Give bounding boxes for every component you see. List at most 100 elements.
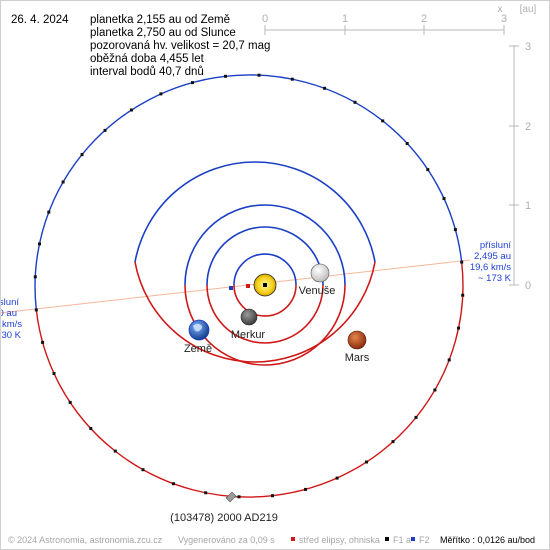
orbit-point: [353, 100, 357, 104]
orbit-point: [130, 108, 133, 112]
axis-corner-label: x: [498, 4, 503, 15]
aphelion-title: sluní: [0, 297, 19, 308]
orbit-point: [191, 81, 194, 85]
earth-planet: Země: [184, 319, 212, 355]
mars-planet: Mars: [345, 330, 370, 364]
aphelion-speed: km/s: [2, 319, 22, 330]
orbit-point: [323, 86, 327, 90]
orbit-point: [257, 73, 261, 77]
footer-legend-f2: F2: [419, 535, 430, 545]
right-axis: 3 2 1 0: [509, 41, 531, 292]
orbit-point: [61, 180, 65, 184]
top-tick-3: 3: [501, 13, 507, 25]
mercury-orbit: [233, 253, 297, 317]
info-block: planetka 2,155 au od Země planetka 2,750…: [90, 14, 270, 78]
perihelion-label: přísluní 2,495 au 19,6 km/s ~ 173 K: [470, 240, 512, 284]
focus-f1-marker: [263, 283, 267, 287]
asteroid-marker: [225, 491, 237, 503]
right-tick-2: 2: [525, 121, 531, 133]
aphelion-temperature: 30 K: [1, 330, 21, 341]
top-tick-0: 0: [262, 13, 268, 25]
date-label: 26. 4. 2024: [11, 14, 69, 26]
aphelion-distance: 0 au: [0, 308, 17, 319]
top-tick-1: 1: [342, 13, 348, 25]
orbit-point: [103, 128, 107, 132]
top-axis: 0 1 2 3 x [au]: [262, 4, 537, 35]
orbit-point: [171, 482, 175, 486]
orbit-point: [391, 440, 395, 444]
orbit-point: [47, 210, 51, 214]
orbit-point: [433, 388, 437, 392]
orbit-point: [113, 449, 117, 453]
info-earth-distance: planetka 2,155 au od Země: [90, 14, 230, 26]
asteroid-label: (103478) 2000 AD219: [170, 512, 278, 524]
orbit-point: [52, 372, 56, 375]
focus-f2-marker: [229, 286, 233, 290]
orbit-point: [159, 92, 163, 96]
venus-orbit: [206, 226, 324, 344]
footer: © 2024 Astronomia, astronomia.zcu.cz Vyg…: [8, 535, 535, 545]
orbit-point: [453, 228, 457, 232]
info-magnitude: pozorovaná hv. velikost = 20,7 mag: [90, 40, 270, 52]
mars-label: Mars: [345, 352, 370, 364]
aphelion-label: sluní 0 au km/s 30 K: [0, 297, 22, 341]
legend-f1-swatch: [385, 537, 389, 541]
orbit-point: [204, 491, 208, 495]
orbit-point: [237, 495, 241, 499]
ellipse-center-marker: [246, 284, 250, 288]
orbit-point: [414, 415, 418, 419]
orbit-point: [460, 260, 464, 264]
earth-orbit: [184, 204, 346, 366]
orbit-point: [365, 460, 368, 464]
mercury-planet: Merkur: [231, 308, 266, 341]
apsidal-line: [0, 259, 471, 314]
orbit-point: [271, 494, 274, 498]
venus-planet: Venuše: [299, 263, 336, 297]
orbit-point: [89, 427, 93, 430]
axis-unit: [au]: [520, 4, 537, 15]
orbit-point: [335, 476, 339, 480]
footer-scale: Měřítko : 0,0126 au/bod: [440, 535, 535, 545]
right-tick-1: 1: [525, 200, 531, 212]
right-tick-3: 3: [525, 41, 531, 53]
orbit-point: [34, 308, 38, 312]
orbit-point: [224, 74, 227, 78]
perihelion-temperature: ~ 173 K: [478, 273, 512, 284]
legend-f2-swatch: [411, 537, 415, 541]
orbit-point: [381, 119, 385, 123]
footer-legend-center: střed elipsy, ohniska: [299, 535, 380, 545]
perihelion-title: přísluní: [480, 240, 512, 251]
orbit-point: [405, 142, 409, 145]
mercury-label: Merkur: [231, 329, 266, 341]
right-tick-0: 0: [525, 280, 531, 292]
orbit-point: [80, 153, 84, 157]
earth-label: Země: [184, 343, 212, 355]
orbit-point: [447, 358, 451, 362]
orbit-point: [304, 487, 307, 491]
orbit-point: [290, 77, 294, 81]
asteroid-orbit-points: [33, 73, 465, 499]
orbit-point: [442, 197, 446, 200]
info-sun-distance: planetka 2,750 au od Slunce: [90, 27, 236, 39]
orbit-point: [426, 168, 430, 172]
info-interval: interval bodů 40,7 dnů: [90, 66, 204, 78]
footer-legend-f1: F1 a: [393, 535, 411, 545]
orbit-point: [68, 400, 72, 404]
legend-center-swatch: [291, 537, 295, 541]
orbit-point: [457, 326, 460, 330]
mars-orbit: [134, 161, 376, 363]
sun: [253, 273, 277, 297]
orbit-point: [141, 468, 145, 472]
orbit-point: [33, 275, 37, 279]
top-tick-2: 2: [421, 13, 427, 25]
perihelion-speed: 19,6 km/s: [470, 262, 511, 273]
orbit-point: [41, 340, 45, 344]
info-period: oběžná doba 4,455 let: [90, 53, 205, 65]
perihelion-distance: 2,495 au: [474, 251, 511, 262]
footer-copyright: © 2024 Astronomia, astronomia.zcu.cz: [8, 535, 163, 545]
footer-generated: Vygenerováno za 0,09 s: [178, 535, 275, 545]
venus-label: Venuše: [299, 285, 336, 297]
orbit-point: [461, 293, 465, 297]
